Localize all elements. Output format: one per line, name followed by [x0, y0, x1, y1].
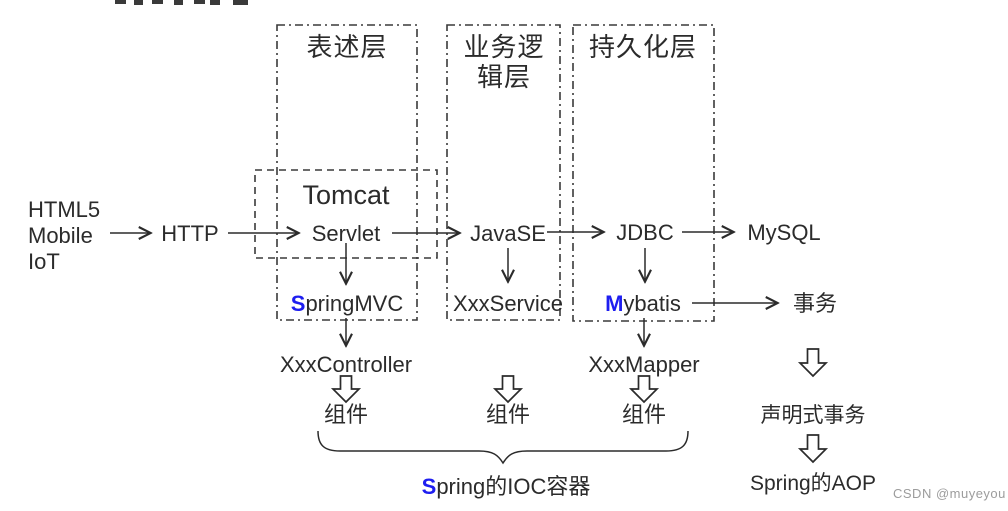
mysql-label: MySQL — [747, 220, 821, 245]
xxxservice-label: XxxService — [452, 291, 564, 316]
ioc-rest: pring的IOC容器 — [436, 474, 591, 499]
business-layer-box — [446, 24, 561, 321]
cropped-text-fragment — [115, 0, 248, 5]
springmvc-highlight: S — [290, 291, 306, 316]
mybatis-rest: ybatis — [623, 291, 681, 316]
mybatis-label: Mybatis — [605, 291, 681, 316]
ioc-container-label: Spring的IOC容器 — [422, 474, 591, 499]
presentation-layer-title: 表述层 — [306, 32, 388, 63]
http-label: HTTP — [161, 221, 219, 246]
springmvc-rest: pringMVC — [305, 291, 404, 316]
springmvc-label: SpringMVC — [291, 291, 404, 316]
client-html5: HTML5 — [28, 197, 101, 222]
javase-label: JavaSE — [470, 221, 546, 246]
block-arrow-service-to-component — [492, 375, 524, 404]
block-arrow-declarative-to-aop — [797, 434, 829, 464]
block-arrow-transaction-to-declarative — [797, 348, 829, 378]
persistence-layer-title: 持久化层 — [588, 32, 698, 63]
presentation-layer-title-text: 表述层 — [306, 32, 388, 62]
block-arrow-controller-to-component — [330, 375, 362, 404]
xxxmapper-label: XxxMapper — [588, 352, 700, 377]
business-layer-title-line1: 业务逻 — [463, 32, 545, 62]
component-label-1: 组件 — [323, 402, 369, 427]
component-label-3: 组件 — [621, 402, 667, 427]
client-mobile: Mobile — [28, 223, 93, 248]
mybatis-highlight: M — [605, 291, 624, 316]
component-label-2: 组件 — [485, 402, 531, 427]
ioc-brace — [317, 430, 689, 465]
presentation-layer-box — [276, 24, 418, 321]
spring-aop-label: Spring的AOP — [749, 472, 877, 495]
business-layer-title: 业务逻 辑层 — [463, 32, 545, 93]
xxxcontroller-label: XxxController — [279, 352, 413, 377]
client-list: HTML5 Mobile IoT — [28, 197, 100, 275]
jdbc-label: JDBC — [616, 220, 674, 245]
transaction-label: 事务 — [792, 291, 838, 316]
tomcat-label: Tomcat — [302, 180, 390, 210]
persistence-layer-box — [572, 24, 715, 322]
watermark: CSDN @muyeyou — [893, 486, 1006, 501]
servlet-label: Servlet — [311, 221, 381, 246]
business-layer-title-line2: 辑层 — [476, 61, 532, 92]
persistence-layer-title-text: 持久化层 — [588, 32, 698, 62]
ioc-highlight: S — [421, 474, 437, 499]
client-iot: IoT — [28, 249, 60, 274]
block-arrow-mapper-to-component — [628, 375, 660, 404]
declarative-tx-label: 声明式事务 — [760, 404, 866, 427]
